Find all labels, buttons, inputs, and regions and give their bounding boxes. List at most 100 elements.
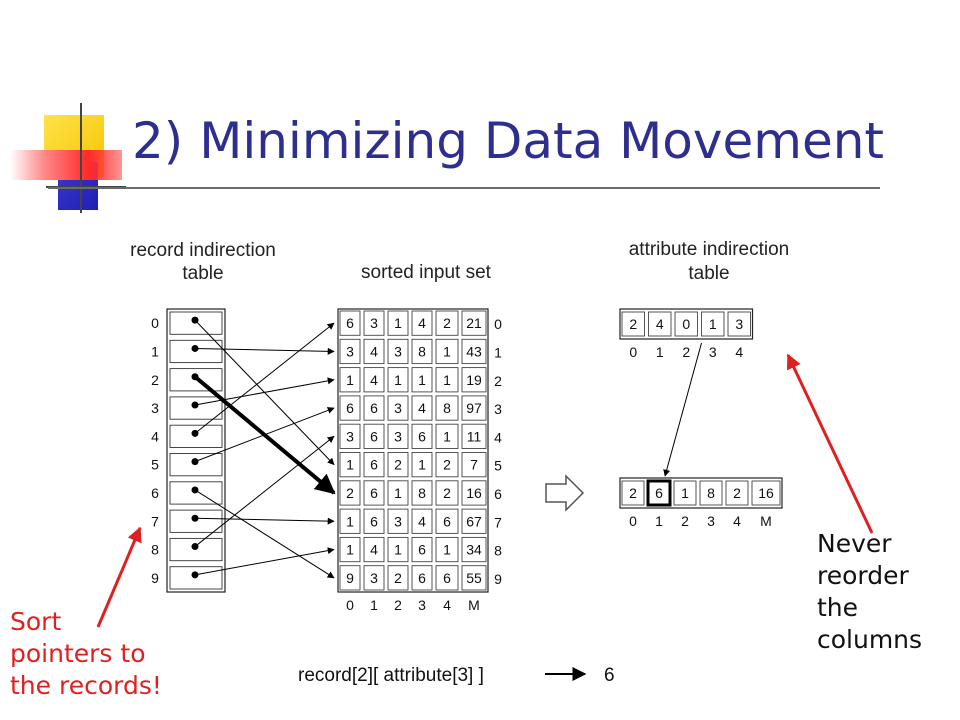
sorted-cell: [461, 565, 487, 591]
sorted-cell-value: 1: [394, 315, 402, 331]
sorted-cell: [339, 565, 361, 591]
callout-arrow-right: [786, 353, 874, 534]
sorted-col-label: 1: [370, 597, 378, 613]
sorted-cell: [363, 536, 385, 563]
sorted-cell-value: 1: [418, 457, 426, 473]
sorted-cell-value: 1: [394, 485, 402, 501]
sorted-cell-value: 2: [346, 485, 354, 501]
sorted-cell-value: 1: [394, 372, 402, 388]
attr-cell-value: 3: [735, 316, 743, 332]
attr-cell: [701, 311, 725, 337]
record-row-cell: [673, 480, 697, 506]
attr-cell: [648, 311, 672, 337]
sorted-cell: [411, 395, 433, 421]
sorted-col-label: M: [468, 597, 480, 613]
sorted-cell: [387, 338, 409, 365]
sorted-cell-value: 2: [394, 570, 402, 586]
sorted-cell: [339, 395, 361, 421]
sorted-cell: [411, 423, 433, 449]
sorted-cell-value: 1: [346, 372, 354, 388]
sorted-cell-value: 6: [370, 428, 378, 444]
sorted-cell-value: 6: [370, 400, 378, 416]
logo-vertical-line: [80, 103, 82, 213]
attr-table-label-line1: attribute indirection: [629, 239, 790, 260]
sorted-cell-value: 1: [443, 542, 451, 558]
sorted-cell-value: 55: [466, 570, 482, 586]
pointer-arrow: [194, 547, 335, 576]
sorted-cell-value: 8: [418, 485, 426, 501]
sorted-cell: [461, 508, 487, 534]
record-row-cell: [699, 480, 723, 506]
record-index-label: 5: [151, 457, 159, 473]
sorted-col-label: 2: [394, 597, 402, 613]
sorted-cell-value: 3: [370, 570, 378, 586]
sorted-cell: [387, 395, 409, 421]
record-row-col-label: 1: [655, 513, 663, 529]
sorted-cell-value: 1: [346, 513, 354, 529]
sorted-cell: [435, 480, 459, 506]
sorted-cell: [387, 508, 409, 534]
record-row-col-label: 2: [681, 513, 689, 529]
sorted-cell: [411, 310, 433, 336]
sort-pointers-note: Sort pointers to the records!: [10, 607, 162, 700]
sorted-cell-value: 2: [394, 457, 402, 473]
record-index-label: 8: [151, 542, 159, 558]
sorted-cell-value: 16: [466, 485, 482, 501]
sorted-cell: [387, 367, 409, 393]
bottom-expression: record[2][ attribute[3] ]: [298, 665, 484, 686]
logo-red-bar: [10, 150, 122, 180]
sorted-cell-value: 9: [346, 570, 354, 586]
attr-table-label-line2: table: [688, 263, 729, 284]
sorted-cell: [411, 452, 433, 478]
sorted-cell: [411, 536, 433, 563]
record-row-cell: [725, 480, 749, 506]
sorted-cell-value: 21: [466, 315, 482, 331]
sorted-cell-value: 1: [418, 372, 426, 388]
pointer-arrow: [194, 322, 335, 434]
sorted-cell-value: 3: [394, 513, 402, 529]
sorted-cell: [461, 310, 487, 336]
attr-cell: [621, 311, 645, 337]
sorted-cell: [339, 338, 361, 365]
record-table-label-line1: record indirection: [130, 240, 276, 261]
attr-cell-value: 0: [682, 316, 690, 332]
attr-index-label: 3: [709, 344, 717, 360]
sorted-row-index: 3: [494, 401, 502, 417]
sorted-cell: [363, 395, 385, 421]
attribute-lookup-arrow: [663, 342, 702, 477]
sorted-cell-value: 4: [370, 343, 378, 359]
sorted-cell: [411, 480, 433, 506]
sorted-cell-value: 1: [346, 542, 354, 558]
sorted-cell-value: 8: [418, 343, 426, 359]
sorted-cell: [363, 508, 385, 534]
record-row-value: 2: [733, 485, 741, 501]
sorted-cell-value: 4: [370, 542, 378, 558]
sorted-cell-value: 6: [443, 513, 451, 529]
sorted-col-label: 4: [443, 597, 451, 613]
sorted-cell: [461, 367, 487, 393]
sorted-cell-value: 2: [443, 315, 451, 331]
attr-cell-value: 4: [656, 316, 664, 332]
sorted-cell: [363, 423, 385, 449]
record-index-label: 2: [151, 372, 159, 388]
sorted-cell-value: 6: [418, 570, 426, 586]
sorted-cell: [435, 367, 459, 393]
sorted-cell-value: 97: [466, 400, 482, 416]
record-row-col-label: M: [760, 513, 772, 529]
pointer-arrows: [191, 316, 336, 579]
sorted-col-label: 3: [418, 597, 426, 613]
sorted-cell: [339, 367, 361, 393]
sorted-cell: [411, 508, 433, 534]
sorted-cell: [387, 452, 409, 478]
sorted-cell-value: 19: [466, 372, 482, 388]
sorted-cell: [435, 395, 459, 421]
sorted-cell: [339, 423, 361, 449]
sorted-row-index: 6: [494, 486, 502, 502]
attr-cell: [674, 311, 698, 337]
record-row-col-label: 4: [733, 513, 741, 529]
sorted-cell: [339, 452, 361, 478]
sorted-cell: [461, 452, 487, 478]
